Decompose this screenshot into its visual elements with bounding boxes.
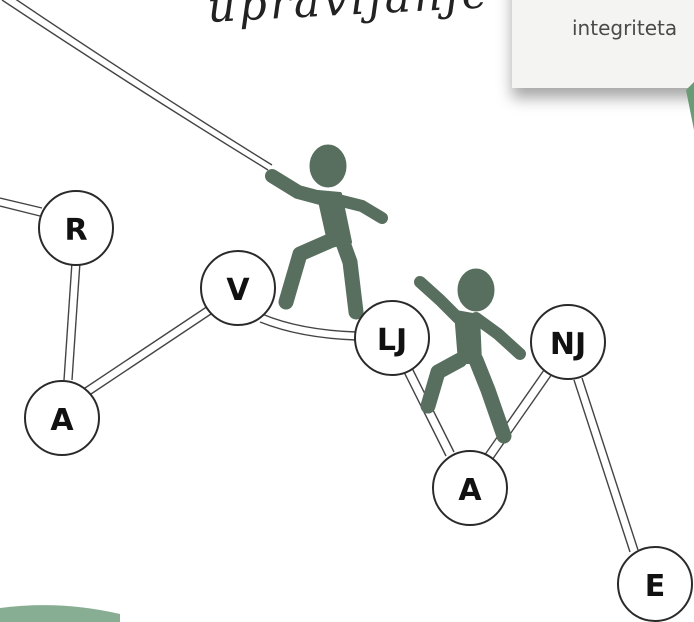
edge-left-r bbox=[0, 197, 43, 209]
edge-v-lj bbox=[261, 313, 357, 333]
node-v: V bbox=[200, 250, 276, 326]
text-card: integriteta bbox=[512, 0, 694, 88]
node-label-r: R bbox=[64, 213, 87, 248]
node-label-lj: LJ bbox=[377, 323, 407, 358]
accent-streak-bottom-left bbox=[0, 605, 120, 622]
climber-figure-left bbox=[265, 144, 388, 320]
edge-lj-a bbox=[403, 371, 447, 457]
node-a-bottom: A bbox=[432, 450, 508, 526]
node-e: E bbox=[617, 546, 693, 622]
graph-edges bbox=[0, 0, 639, 553]
node-r: R bbox=[38, 190, 114, 266]
edge-nj-e bbox=[573, 379, 631, 553]
node-lj: LJ bbox=[354, 300, 430, 376]
edge-a-nj bbox=[483, 369, 545, 457]
climber-figure-right bbox=[414, 268, 526, 444]
edge-a-v bbox=[81, 305, 209, 391]
node-a-left: A bbox=[24, 380, 100, 456]
climbing-figures bbox=[265, 144, 526, 444]
accent-streak-top-right bbox=[686, 82, 694, 130]
node-label-a-left: A bbox=[50, 403, 74, 438]
edge-r-a bbox=[63, 261, 73, 381]
node-label-a-bottom: A bbox=[458, 473, 482, 508]
node-label-v: V bbox=[226, 273, 250, 308]
card-text: integriteta bbox=[572, 16, 678, 40]
rope-edge bbox=[1, 0, 269, 171]
node-label-nj: NJ bbox=[550, 327, 586, 362]
graph-nodes: R A V LJ NJ A bbox=[24, 190, 693, 622]
node-label-e: E bbox=[645, 569, 666, 604]
node-nj: NJ bbox=[530, 304, 606, 380]
